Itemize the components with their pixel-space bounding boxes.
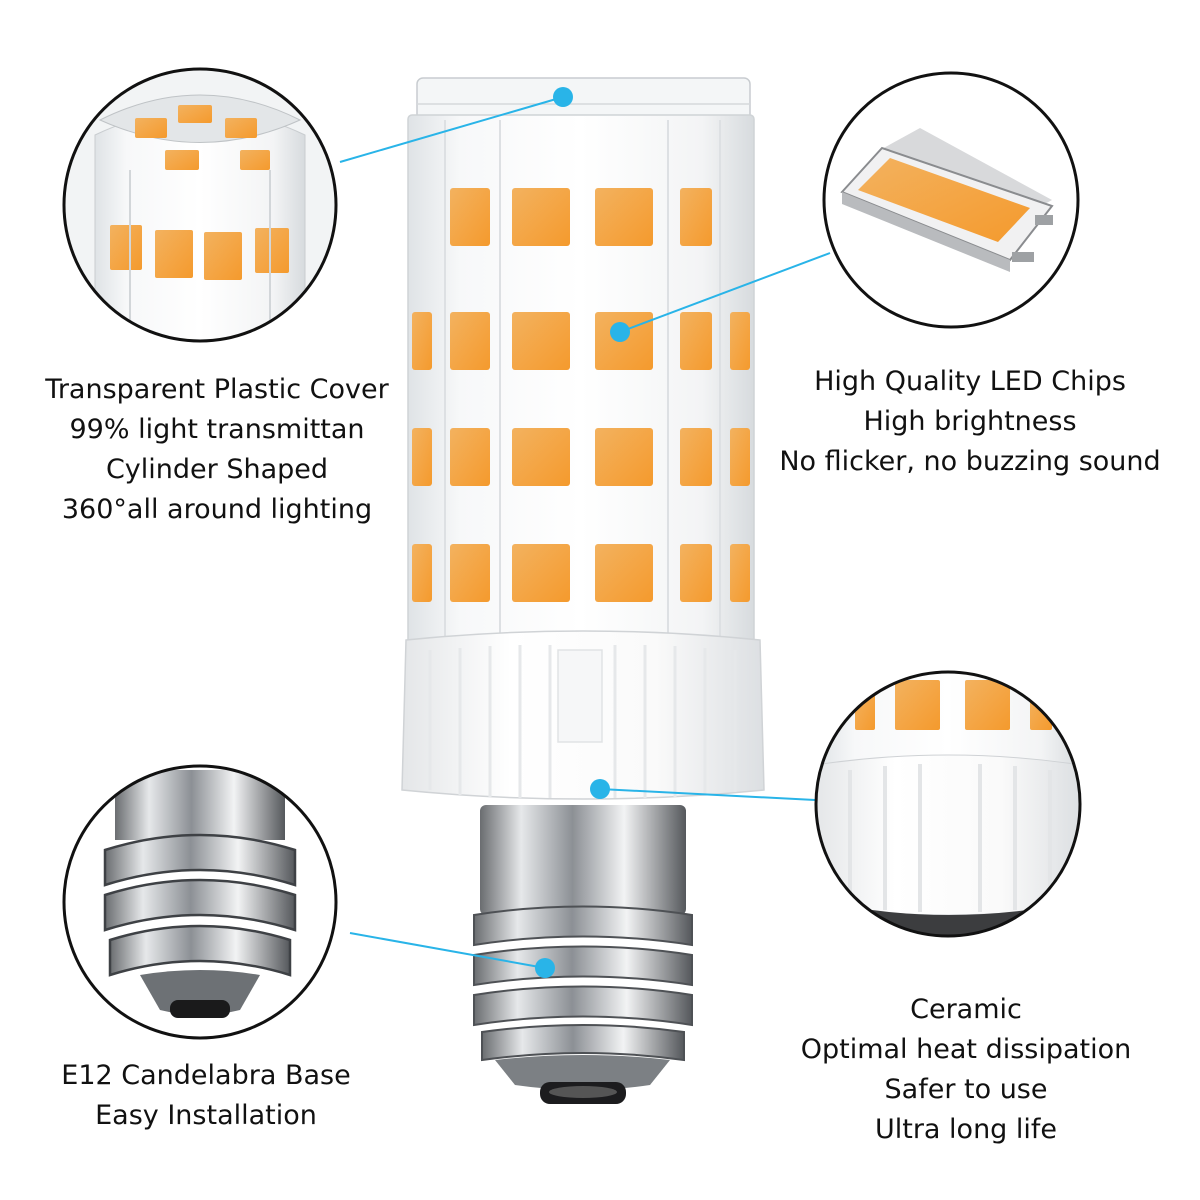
caption-ceramic-line-1: Ceramic [910, 994, 1022, 1025]
zoom-led-chip [824, 73, 1078, 327]
zoom-cover-frame [62, 67, 338, 343]
caption-ceramic-line-4: Ultra long life [874, 1114, 1058, 1145]
caption-ceramic-line-3: Safer to use [884, 1074, 1048, 1105]
caption-plastic-cover: Transparent Plastic Cover 99% light tran… [0, 370, 434, 530]
caption-base-line-2: Easy Installation [95, 1100, 317, 1131]
caption-cover-line-3: Cylinder Shaped [105, 454, 329, 485]
bulb [401, 77, 765, 1104]
zoom-base-frame [62, 764, 338, 1040]
caption-ceramic-line-2: Optimal heat dissipation [800, 1034, 1132, 1065]
caption-e12-base: E12 Candelabra Base Easy Installation [0, 1056, 412, 1136]
caption-base-line-1: E12 Candelabra Base [61, 1060, 351, 1091]
callout-lines [339, 96, 831, 969]
caption-chips-line-3: No flicker, no buzzing sound [779, 446, 1161, 477]
caption-led-chips: High Quality LED Chips High brightness N… [770, 362, 1170, 482]
caption-cover-line-2: 99% light transmittan [69, 414, 365, 445]
led-chips [412, 188, 750, 602]
screw-base [480, 805, 686, 915]
caption-cover-line-1: Transparent Plastic Cover [45, 374, 389, 405]
caption-chips-line-1: High Quality LED Chips [814, 366, 1126, 397]
zoom-led-frame [822, 71, 1080, 329]
zoom-ceramic-frame [814, 670, 1082, 938]
caption-ceramic: Ceramic Optimal heat dissipation Safer t… [766, 990, 1166, 1150]
caption-cover-line-4: 360°all around lighting [61, 494, 373, 525]
callout-dots [535, 87, 630, 978]
cover-cap [416, 77, 751, 121]
zoom-screw-base [64, 766, 336, 1038]
caption-chips-line-2: High brightness [863, 406, 1077, 437]
zoom-cover [64, 69, 336, 341]
